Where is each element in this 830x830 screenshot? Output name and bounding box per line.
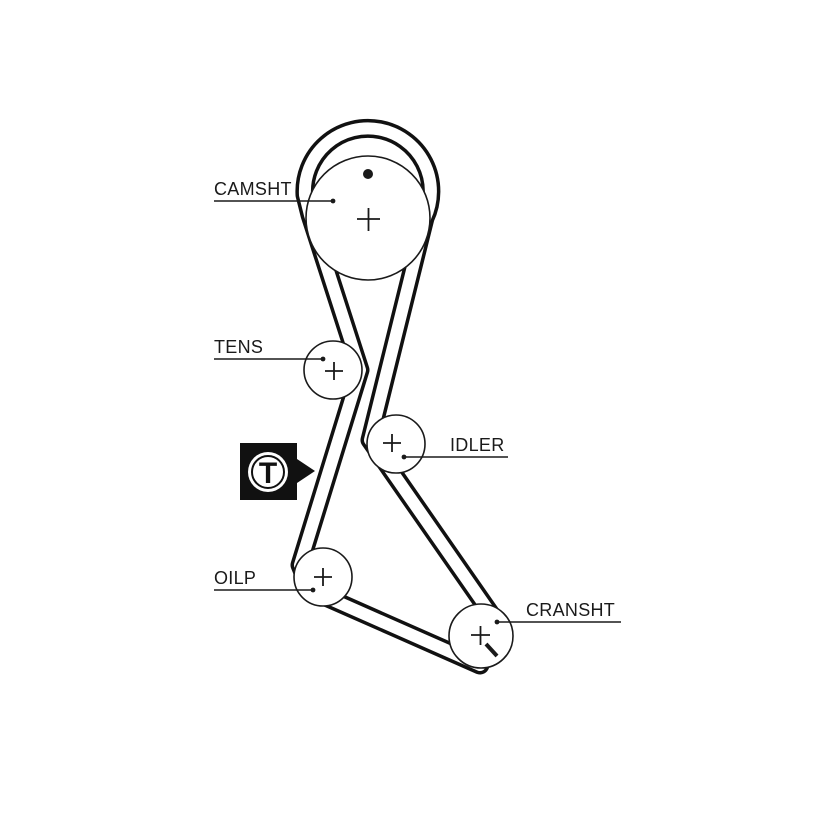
label-crankshaft: CRANSHT <box>526 600 615 620</box>
label-idler: IDLER <box>450 435 505 455</box>
tensioner-pulley <box>303 340 363 400</box>
label-camshaft: CAMSHT <box>214 179 292 199</box>
badge-letter: T <box>259 457 277 490</box>
tensioner-badge-icon: T <box>240 443 315 500</box>
camshaft-pulley <box>305 155 431 281</box>
label-tensioner: TENS <box>214 337 263 357</box>
oil-pump-pulley <box>293 547 353 607</box>
timing-belt <box>290 118 505 675</box>
crankshaft-pulley <box>448 603 514 669</box>
timing-mark-dot <box>363 169 373 179</box>
idler-pulley <box>366 414 426 474</box>
leader-lines <box>214 198 621 625</box>
crank-timing-mark <box>484 642 499 658</box>
label-oil-pump: OILP <box>214 568 256 588</box>
